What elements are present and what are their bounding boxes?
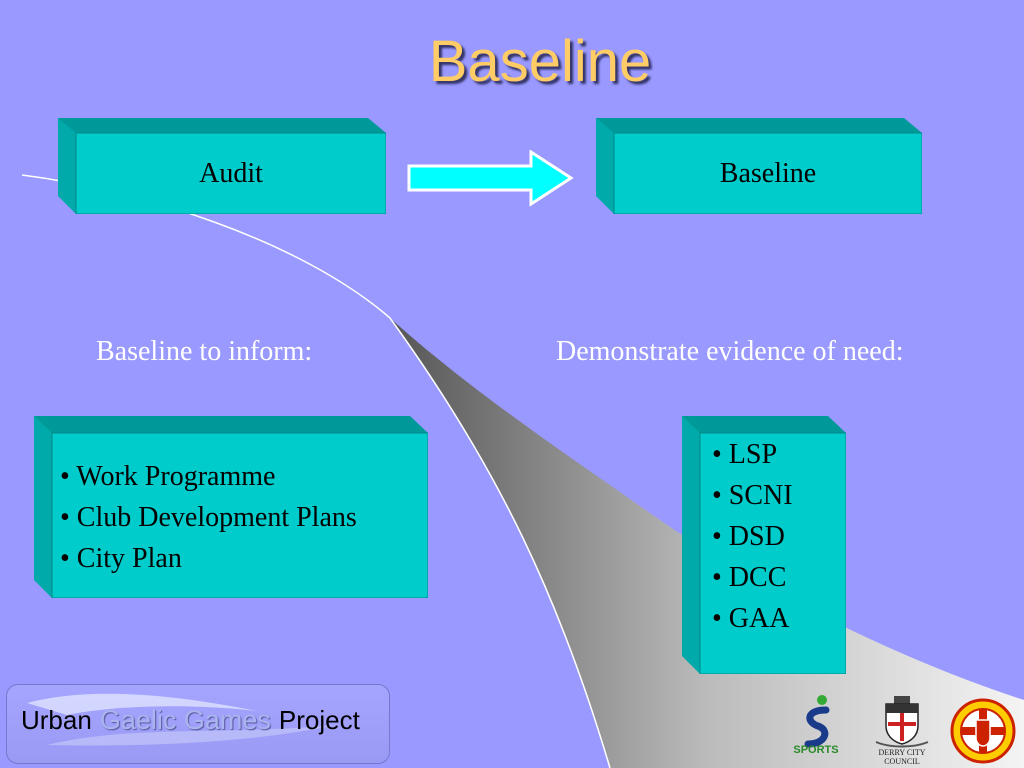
- audit-box: Audit: [58, 118, 386, 214]
- sports-logo: SPORTS: [786, 692, 846, 762]
- footer-word-gaelic: Gaelic Games: [99, 705, 271, 735]
- footer-word-project: Project: [278, 705, 360, 735]
- sports-logo-text: SPORTS: [793, 744, 839, 756]
- list-item: • LSP: [712, 439, 778, 470]
- derry-city-council-crest: DERRY CITY COUNCIL: [860, 694, 944, 766]
- footer-swoosh: [27, 693, 337, 746]
- right-arrow-icon: [407, 150, 574, 207]
- list-item: • GAA: [712, 603, 790, 634]
- baseline-box: Baseline: [596, 118, 922, 214]
- list-item: • Club Development Plans: [60, 502, 357, 533]
- gaa-club-badge: [950, 698, 1016, 764]
- list-item: • Work Programme: [60, 461, 276, 492]
- evidence-list: • LSP • SCNI • DSD • DCC • GAA: [712, 434, 793, 639]
- inform-list: • Work Programme • Club Development Plan…: [60, 456, 357, 579]
- derry-city-council-text: DERRY CITY COUNCIL: [878, 748, 926, 766]
- footer-word-urban: Urban: [21, 705, 92, 735]
- list-item: • SCNI: [712, 480, 793, 511]
- baseline-label: Baseline: [719, 158, 817, 189]
- right-caption: Demonstrate evidence of need:: [556, 336, 904, 367]
- list-item: • City Plan: [60, 543, 182, 574]
- inform-list-box: • Work Programme • Club Development Plan…: [34, 416, 428, 598]
- evidence-list-box: • LSP • SCNI • DSD • DCC • GAA: [682, 416, 846, 674]
- list-item: • DSD: [712, 521, 785, 552]
- list-item: • DCC: [712, 562, 787, 593]
- audit-label: Audit: [199, 158, 263, 189]
- left-caption: Baseline to inform:: [96, 336, 313, 367]
- slide-title: Baseline: [428, 29, 652, 94]
